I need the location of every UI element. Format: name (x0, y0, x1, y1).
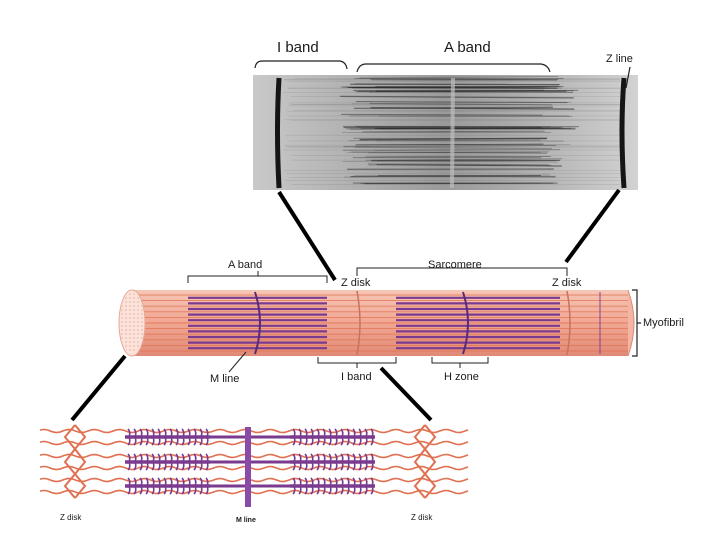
connector-right-top (566, 190, 619, 262)
z-disk-zigzag-mirror (75, 425, 85, 498)
cylinder-left-face-dots (120, 292, 144, 354)
connector-left-top (279, 192, 335, 280)
micrograph-z-line-label: Z line (606, 54, 633, 65)
a-band-bracket-top (357, 64, 550, 72)
m-line-label: M line (210, 374, 239, 385)
sarcomere-label: Sarcomere (428, 260, 482, 271)
a-band-bracket (188, 271, 327, 283)
h-zone-label: H zone (444, 372, 479, 383)
z-disk-zigzag-mirror (425, 425, 435, 498)
micrograph-z-line-right (622, 78, 624, 188)
i-band-label: I band (341, 372, 372, 383)
micrograph-striation (377, 140, 541, 141)
z-disk-right-label: Z disk (552, 278, 581, 289)
z-disk-left-label: Z disk (341, 278, 370, 289)
m-line-bar (245, 427, 251, 507)
thin-filament (40, 441, 468, 444)
filament-z-disk-left-label: Z disk (60, 514, 81, 522)
filament-m-line-label: M line (236, 517, 256, 524)
thin-filament (40, 478, 468, 481)
micrograph-h-zone (452, 78, 453, 188)
i-band-bracket (318, 357, 396, 368)
cylinder-right-end (628, 290, 634, 356)
connector-left-bottom (72, 356, 125, 420)
thin-filament (40, 454, 468, 457)
z-disk-right-zigzag (415, 425, 425, 498)
filament-z-disk-right-label: Z disk (411, 514, 432, 522)
z-disk-left-zigzag (65, 425, 75, 498)
thin-filament (40, 490, 468, 493)
a-band-label: A band (228, 260, 262, 271)
connector-right-bottom (381, 368, 431, 420)
micrograph-z-line-left (278, 78, 280, 188)
micrograph (253, 61, 638, 190)
myofibril-label: Myofibril (643, 318, 684, 329)
i-band-bracket-top (255, 61, 347, 69)
thin-filament (40, 429, 468, 432)
h-zone-bracket (432, 357, 488, 368)
filament-detail (40, 425, 468, 507)
thin-filament (40, 466, 468, 469)
micrograph-i-band-label: I band (277, 40, 319, 55)
micrograph-a-band-label: A band (444, 40, 491, 55)
